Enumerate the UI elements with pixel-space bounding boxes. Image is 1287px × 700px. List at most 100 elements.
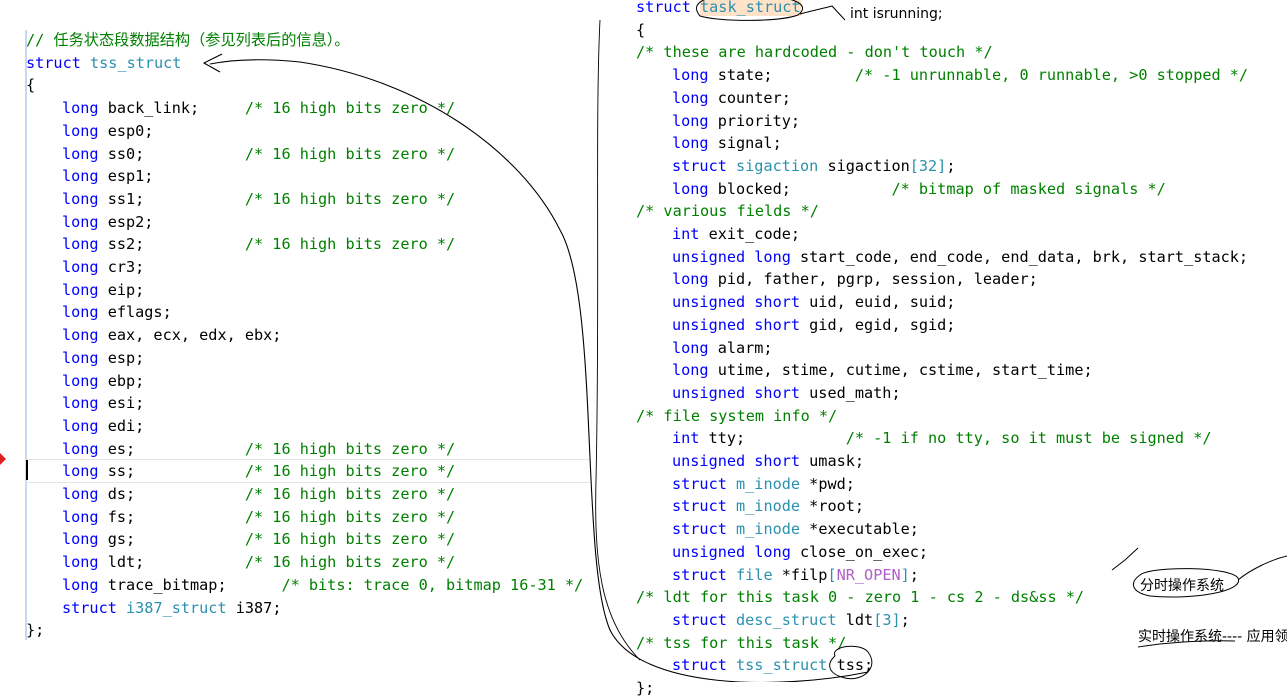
code-line[interactable]: long ldt; /* 16 high bits zero */ [62, 551, 455, 574]
code-line[interactable]: /* tss for this task */ [636, 632, 846, 655]
code-token: long [672, 88, 718, 107]
code-line[interactable]: long es; /* 16 high bits zero */ [62, 438, 455, 461]
code-line[interactable]: struct sigaction sigaction[32]; [672, 155, 955, 178]
code-token: /* various fields */ [636, 202, 819, 221]
code-line[interactable]: { [636, 19, 645, 42]
code-line[interactable]: long esp1; [62, 165, 153, 188]
code-line[interactable]: unsigned short gid, egid, sgid; [672, 314, 955, 337]
code-token: long [672, 270, 718, 289]
code-token: ds; [107, 485, 245, 503]
code-line[interactable]: long eip; [62, 279, 144, 302]
breakpoint-marker[interactable] [0, 453, 6, 465]
code-token: ss; [107, 462, 245, 481]
code-token: NR_OPEN [836, 565, 901, 584]
code-line[interactable]: unsigned long close_on_exec; [672, 541, 928, 564]
code-line[interactable]: long signal; [672, 132, 782, 155]
code-token: { [26, 76, 36, 95]
code-token: ; [909, 565, 919, 584]
code-line[interactable]: long ss0; /* 16 high bits zero */ [62, 143, 455, 166]
code-line[interactable]: long eflags; [62, 301, 172, 324]
code-token: struct [672, 610, 737, 629]
code-line[interactable]: long blocked; /* bitmap of masked signal… [672, 178, 1166, 201]
code-line[interactable]: /* various fields */ [636, 200, 819, 223]
code-token: struct [672, 520, 737, 539]
code-line[interactable]: struct tss_struct tss; [672, 654, 873, 677]
code-line[interactable]: /* ldt for this task 0 - zero 1 - cs 2 -… [636, 586, 1084, 609]
code-line[interactable]: long esp0; [62, 120, 153, 143]
text-caret [26, 460, 28, 480]
code-line[interactable]: struct tss_struct [26, 52, 181, 75]
code-token: state; [717, 66, 855, 85]
code-line[interactable]: long ebp; [62, 370, 144, 393]
code-token: long [62, 462, 108, 481]
code-line[interactable]: long ss; /* 16 high bits zero */ [62, 460, 455, 483]
code-line[interactable]: long utime, stime, cutime, cstime, start… [672, 359, 1093, 382]
code-line[interactable]: // 任务状态段数据结构（参见列表后的信息）。 [26, 29, 350, 52]
code-token: [3] [873, 610, 901, 629]
code-token: long [62, 439, 108, 458]
code-token: /* bitmap of masked signals */ [891, 179, 1166, 198]
code-line[interactable]: /* file system info */ [636, 405, 837, 428]
code-line[interactable]: { [26, 74, 35, 97]
code-line[interactable]: long ds; /* 16 high bits zero */ [62, 483, 455, 506]
code-token: file [736, 565, 773, 584]
code-line[interactable]: long trace_bitmap; /* bits: trace 0, bit… [62, 574, 583, 597]
code-token: esi; [107, 394, 145, 413]
code-line[interactable]: struct m_inode *pwd; [672, 473, 855, 496]
code-token: signal; [717, 134, 782, 153]
code-line[interactable]: long esi; [62, 392, 144, 415]
code-token: *pwd; [800, 474, 855, 493]
code-line[interactable]: }; [26, 619, 44, 642]
code-line[interactable]: unsigned short used_math; [672, 382, 901, 405]
code-line[interactable]: long pid, father, pgrp, session, leader; [672, 268, 1038, 291]
code-line[interactable]: long ss2; /* 16 high bits zero */ [62, 233, 455, 256]
code-token: long [62, 258, 108, 276]
code-token: long [62, 394, 108, 413]
code-line[interactable]: long fs; /* 16 high bits zero */ [62, 506, 455, 529]
code-line[interactable]: long eax, ecx, edx, ebx; [62, 324, 281, 347]
code-line[interactable]: unsigned short umask; [672, 450, 864, 473]
code-line[interactable]: long edi; [62, 415, 144, 438]
code-token: ss2; [107, 235, 245, 254]
code-line[interactable]: struct file *filp[NR_OPEN]; [672, 564, 919, 587]
code-line[interactable]: int tty; /* -1 if no tty, so it must be … [672, 427, 1211, 450]
code-token: long [62, 189, 108, 208]
code-line[interactable]: long esp; [62, 347, 144, 370]
code-line[interactable]: /* these are hardcoded - don't touch */ [636, 41, 993, 64]
code-line[interactable]: long ss1; /* 16 high bits zero */ [62, 188, 455, 211]
code-line[interactable]: long gs; /* 16 high bits zero */ [62, 528, 455, 551]
code-line[interactable]: }; [636, 677, 654, 700]
code-token: /* 16 high bits zero */ [244, 553, 456, 572]
code-token: tty; [708, 429, 846, 448]
code-token: esp2; [107, 212, 154, 231]
code-token: long [62, 416, 108, 435]
code-line[interactable]: struct i387_struct i387; [62, 597, 281, 620]
code-token: i387_struct [126, 598, 227, 617]
code-line[interactable]: struct m_inode *root; [672, 495, 864, 518]
code-token: m_inode [736, 520, 801, 539]
code-token: counter; [717, 88, 791, 107]
code-token: eip; [107, 280, 145, 299]
code-line[interactable]: int exit_code; [672, 223, 800, 246]
left-code-editor[interactable]: // 任务状态段数据结构（参见列表后的信息）。struct tss_struct… [0, 0, 600, 682]
code-line[interactable]: struct task_struct [636, 0, 801, 19]
code-line[interactable]: long state; /* -1 unrunnable, 0 runnable… [672, 64, 1248, 87]
annotation-realtime-os: 实时操作系统---- 应用领 [1138, 629, 1287, 645]
code-line[interactable]: struct desc_struct ldt[3]; [672, 609, 910, 632]
code-line[interactable]: long cr3; [62, 256, 144, 279]
code-token: unsigned short [672, 315, 810, 334]
code-line[interactable]: unsigned long start_code, end_code, end_… [672, 246, 1248, 269]
code-token: long [62, 575, 108, 594]
code-token: struct [672, 156, 737, 175]
code-line[interactable]: long priority; [672, 110, 800, 133]
code-line[interactable]: unsigned short uid, euid, suid; [672, 291, 955, 314]
code-token: exit_code; [708, 225, 801, 243]
code-line[interactable]: struct m_inode *executable; [672, 518, 919, 541]
code-token: utime, stime, cutime, cstime, start_time… [717, 361, 1093, 380]
code-line[interactable]: long esp2; [62, 211, 153, 234]
code-token: long [672, 361, 718, 380]
code-line[interactable]: long back_link; /* 16 high bits zero */ [62, 97, 455, 120]
code-line[interactable]: long alarm; [672, 337, 773, 360]
code-line[interactable]: long counter; [672, 87, 791, 110]
code-token: long [672, 179, 718, 198]
